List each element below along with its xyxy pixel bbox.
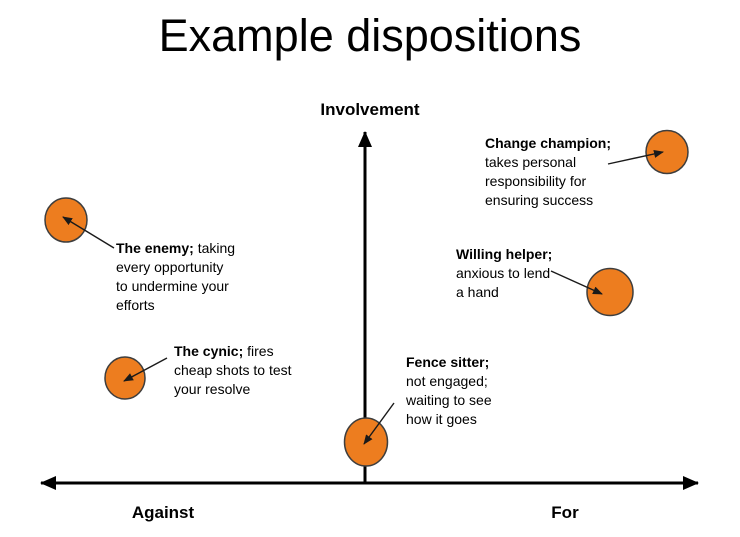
note-willing-helper-body: anxious to lend a hand [456,265,551,300]
connector-change-champion [607,150,664,165]
note-change-champion: Change champion; takes personal responsi… [485,134,635,210]
vertical-axis-label: Involvement [320,100,420,119]
note-enemy: The enemy; taking every opportunity to u… [116,239,276,315]
marker-willing-helper [586,267,634,317]
note-fence-sitter: Fence sitter; not engaged; waiting to se… [406,353,536,429]
note-fence-sitter-body: not engaged; waiting to see how it goes [406,373,492,427]
note-enemy-body: taking every opportunity to undermine yo… [116,240,236,313]
note-fence-sitter-lead: Fence sitter; [406,354,490,370]
note-cynic-lead: The cynic; [174,343,244,359]
note-enemy-lead: The enemy; [116,240,194,256]
connector-fence-sitter [363,402,395,445]
note-change-champion-lead: Change champion; [485,135,612,151]
marker-cynic [104,356,146,400]
marker-change-champion [645,129,689,175]
marker-enemy [44,197,88,243]
connector-enemy [62,216,115,249]
connector-willing-helper [550,270,603,295]
note-change-champion-body: takes personal responsibility for ensuri… [485,154,594,208]
x-axis-left-label: Against [131,503,195,522]
x-axis-right-label: For [551,503,579,522]
note-cynic-body: fires cheap shots to test your resolve [174,343,292,397]
page-title: Example dispositions [158,10,582,61]
note-willing-helper: Willing helper; anxious to lend a hand [456,245,596,302]
note-willing-helper-lead: Willing helper; [456,246,553,262]
connector-cynic [123,357,168,382]
note-cynic: The cynic; fires cheap shots to test you… [174,342,334,399]
